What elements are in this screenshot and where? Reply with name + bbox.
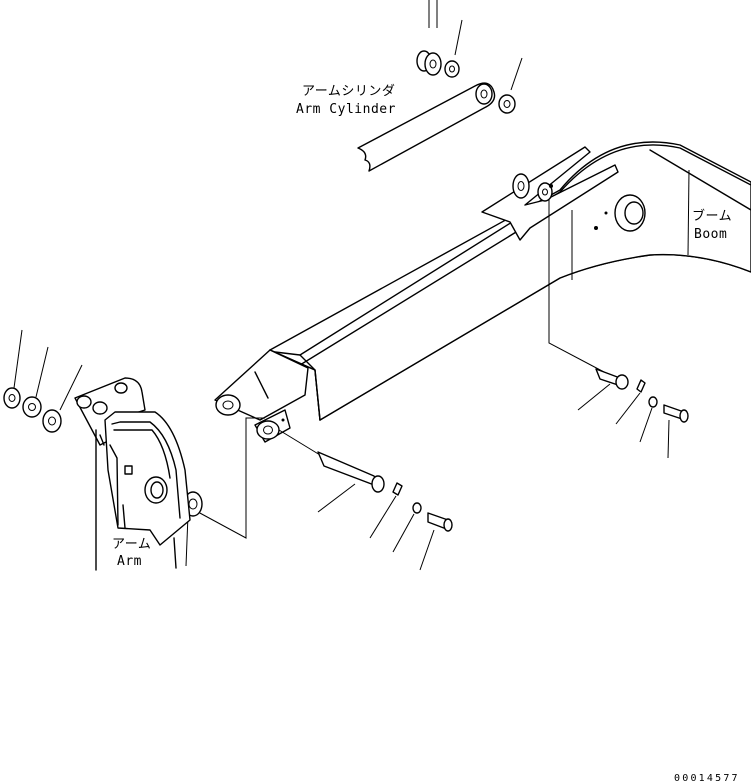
arm-washers	[3, 329, 83, 433]
arm-pin-set	[278, 429, 453, 571]
boom-label-jp: ブーム	[692, 208, 732, 224]
arm	[74, 377, 191, 571]
arm-label-jp: アーム	[112, 537, 151, 552]
arm-cylinder-label-en: Arm Cylinder	[296, 102, 396, 117]
drawing-number: 00014577	[674, 773, 740, 783]
boom	[214, 141, 751, 443]
cylinder-bracket	[481, 146, 619, 241]
cylinder-pin-washers	[416, 0, 523, 114]
arm-cylinder-label-jp: アームシリンダ	[302, 84, 395, 99]
bracket-pin-set	[548, 200, 689, 459]
arm-spacer	[183, 417, 265, 567]
arm-cylinder-rod	[357, 82, 496, 172]
boom-label-en: Boom	[694, 227, 727, 242]
arm-label-en: Arm	[117, 554, 142, 569]
